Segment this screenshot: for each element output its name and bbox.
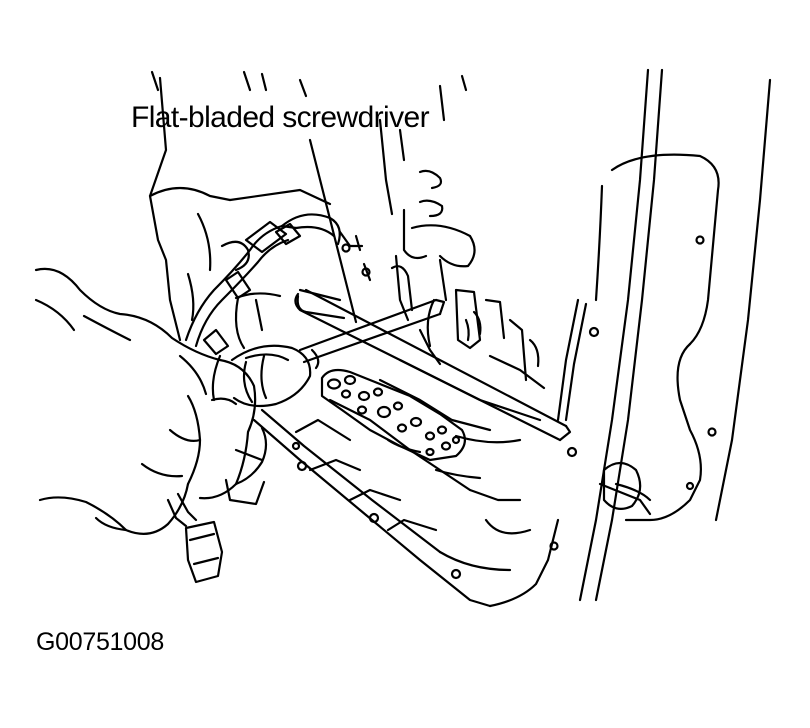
- technician-hand: [36, 269, 266, 534]
- wire-harness: [186, 214, 370, 400]
- screwdriver-callout-label: Flat-bladed screwdriver: [131, 101, 430, 134]
- solenoid-connector: [168, 494, 222, 582]
- transmission-case-wall: [551, 70, 771, 600]
- valve-body-casting: [150, 72, 544, 388]
- figure-code: G00751008: [36, 628, 164, 656]
- manual-valve-rod: [295, 290, 570, 440]
- flat-bladed-screwdriver: [232, 300, 444, 406]
- callout-leader-line: [310, 140, 356, 322]
- separator-plate: [322, 370, 465, 460]
